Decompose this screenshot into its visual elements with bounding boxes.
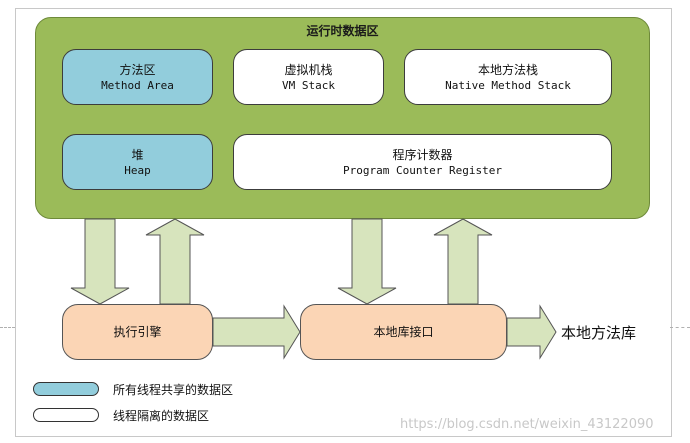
watermark: https://blog.csdn.net/weixin_43122090 — [400, 417, 654, 432]
method-area-en: Method Area — [101, 78, 174, 92]
legend-label-shared: 所有线程共享的数据区 — [113, 383, 234, 397]
legend-label-isolated: 线程隔离的数据区 — [113, 409, 210, 423]
program-counter-register-cn: 程序计数器 — [392, 147, 453, 162]
legend-swatch-isolated — [33, 408, 99, 422]
native-library-label: 本地方法库 — [561, 324, 637, 342]
vm-stack-en: VM Stack — [282, 78, 335, 92]
dashed-guide-left — [0, 327, 15, 328]
runtime-data-area-title: 运行时数据区 — [306, 24, 379, 38]
dashed-guide-right — [670, 327, 690, 328]
heap-cn: 堆 — [131, 147, 144, 162]
heap-en: Heap — [124, 163, 151, 177]
heap-box: 堆 Heap — [62, 134, 213, 190]
execution-engine-box: 执行引擎 — [62, 304, 213, 360]
native-method-stack-box: 本地方法栈 Native Method Stack — [404, 49, 612, 105]
program-counter-register-box: 程序计数器 Program Counter Register — [233, 134, 612, 190]
method-area-box: 方法区 Method Area — [62, 49, 213, 105]
native-interface-box: 本地库接口 — [300, 304, 507, 360]
native-interface-label: 本地库接口 — [373, 325, 434, 339]
arrow-runtime-to-engine — [70, 218, 130, 305]
vm-stack-box: 虚拟机栈 VM Stack — [233, 49, 384, 105]
arrow-native-interface-to-library — [506, 304, 557, 360]
legend-swatch-shared — [33, 382, 99, 396]
arrow-engine-to-runtime — [145, 218, 205, 305]
arrow-engine-to-native-interface — [212, 304, 301, 360]
arrow-runtime-to-native-interface — [337, 218, 397, 305]
arrow-native-interface-to-runtime — [433, 218, 493, 305]
execution-engine-label: 执行引擎 — [113, 325, 162, 339]
program-counter-register-en: Program Counter Register — [343, 163, 502, 177]
vm-stack-cn: 虚拟机栈 — [284, 62, 333, 77]
native-method-stack-cn: 本地方法栈 — [477, 62, 538, 77]
native-method-stack-en: Native Method Stack — [445, 78, 571, 92]
method-area-cn: 方法区 — [119, 62, 156, 77]
